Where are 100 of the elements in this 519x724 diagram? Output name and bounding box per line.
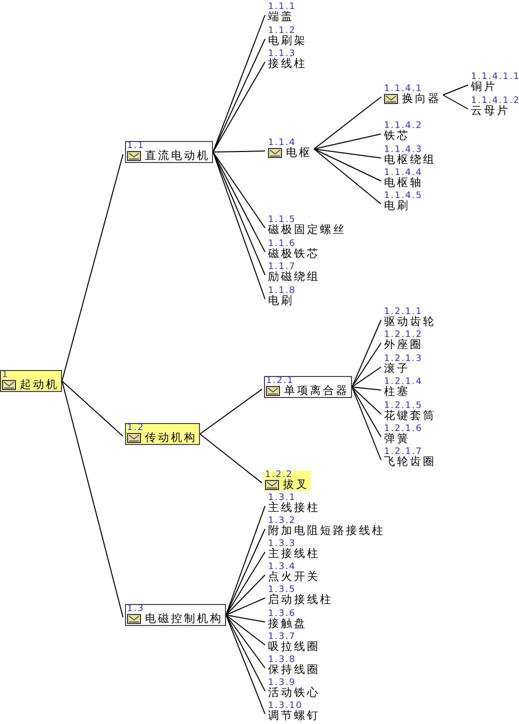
item-label: 启动接线柱: [268, 594, 333, 605]
item-number: 1.1.4.1: [384, 85, 422, 93]
item-number: 1.1.4.5: [384, 192, 422, 200]
item-number: 1.1: [127, 142, 145, 150]
item-label: 传动机构: [145, 432, 197, 443]
item-label: 飞轮齿圈: [384, 456, 436, 467]
item-number: 1.1.4: [268, 139, 296, 147]
item-label: 主线接柱: [268, 502, 320, 513]
item-number: 1.1.3: [268, 50, 296, 58]
connector-line: [212, 38, 266, 152]
item-label: 云母片: [471, 105, 510, 116]
item-label: 端盖: [268, 11, 294, 22]
connector-line: [352, 386, 382, 438]
connector-line: [314, 148, 382, 158]
item-number: 1.1.4.1.2: [471, 97, 519, 105]
item-number: 1.2.1.1: [384, 308, 422, 316]
item-number: 1.1.7: [268, 263, 296, 271]
connector-line: [314, 134, 382, 150]
item-label: 换向器: [402, 93, 441, 104]
node-box: [0, 370, 62, 392]
connector-line: [352, 386, 382, 414]
item-label: 点火开关: [268, 571, 320, 582]
connector-line: [62, 154, 124, 382]
connector-line: [62, 380, 124, 618]
connector-line: [352, 320, 382, 388]
item-label: 电枢轴: [384, 177, 423, 188]
item-label: 驱动齿轮: [384, 316, 436, 327]
connector-line: [226, 614, 266, 646]
item-number: 1.1.4.3: [384, 146, 423, 154]
item-label: 电刷: [384, 200, 410, 211]
connector-line: [226, 614, 266, 692]
connector-line: [226, 614, 266, 668]
item-label: 花键套筒: [384, 410, 436, 421]
item-number: 1.2.2: [265, 471, 293, 479]
item-label: 接线柱: [268, 58, 307, 69]
item-number: 1.1.4.4: [384, 169, 423, 177]
item-label: 接触盘: [268, 618, 307, 629]
item-label: 拔叉: [283, 479, 309, 490]
connector-line: [212, 62, 266, 152]
item-number: 1.1.8: [268, 287, 296, 295]
connector-line: [226, 552, 266, 616]
connector-line: [62, 380, 124, 437]
connector-line: [212, 150, 266, 152]
node-box: [264, 376, 352, 398]
item-number: 1.1.4.1.1: [471, 73, 519, 81]
connector-line: [212, 152, 266, 228]
item-label: 调节螺钉: [268, 710, 320, 721]
connector-line: [200, 434, 262, 484]
item-number: 1.3: [127, 605, 146, 613]
node-box: [125, 423, 200, 445]
connector-line: [226, 614, 266, 622]
item-label: 外座圈: [384, 339, 423, 350]
item-number: 1.1.5: [268, 216, 296, 224]
item-number: 1.1.6: [268, 240, 296, 248]
item-label: 电刷: [268, 295, 294, 306]
item-label: 电枢: [286, 147, 312, 158]
item-number: 1.3.5: [268, 586, 296, 594]
item-number: 1.3.2: [268, 517, 296, 525]
item-label: 附加电阻短路接线柱: [268, 525, 385, 536]
item-number: 1.1.1: [268, 3, 296, 11]
item-number: 1: [2, 371, 10, 379]
node-box: [125, 141, 213, 163]
connector-line: [212, 152, 266, 252]
item-label: 弹簧: [384, 433, 410, 444]
item-label: 铜片: [471, 81, 497, 92]
item-number: 1.2.1: [266, 377, 294, 385]
item-label: 直流电动机: [145, 150, 210, 161]
item-number: 1.2.1.3: [384, 355, 422, 363]
connector-line: [352, 386, 382, 460]
connector-line: [212, 152, 266, 276]
item-label: 主接线柱: [268, 548, 320, 559]
item-number: 1.2.1.5: [384, 402, 424, 410]
connector-line: [226, 574, 266, 616]
item-label: 铁芯: [384, 130, 410, 141]
connector-line: [352, 342, 382, 388]
item-label: 励磁绕组: [268, 271, 320, 282]
connector-line: [314, 148, 382, 182]
item-number: 1.1.4.2: [384, 122, 422, 130]
connector-line: [442, 94, 468, 110]
connector-line: [200, 388, 262, 434]
item-label: 柱塞: [384, 386, 410, 397]
item-number: 1.3.6: [268, 610, 296, 618]
item-number: 1.1.2: [268, 27, 296, 35]
item-label: 单项离合器: [284, 385, 349, 396]
connector-line: [352, 366, 382, 388]
item-label: 起动机: [20, 379, 59, 390]
item-number: 1.2.1.4: [384, 378, 422, 386]
item-label: 磁极固定螺丝: [268, 224, 346, 235]
item-label: 吸拉线圈: [268, 641, 320, 652]
item-number: 1.3.1: [268, 494, 296, 502]
connector-line: [442, 84, 468, 96]
item-number: 1.2.1.7: [384, 448, 424, 456]
item-number: 1.3.10: [268, 702, 303, 710]
item-number: 1.3.3: [268, 540, 296, 548]
item-label: 保持线圈: [268, 664, 320, 675]
item-number: 1.3.7: [268, 633, 296, 641]
connector-line: [314, 148, 382, 204]
node-box: [264, 471, 311, 491]
item-number: 1.3.9: [268, 679, 296, 687]
connector-line: [314, 96, 382, 150]
